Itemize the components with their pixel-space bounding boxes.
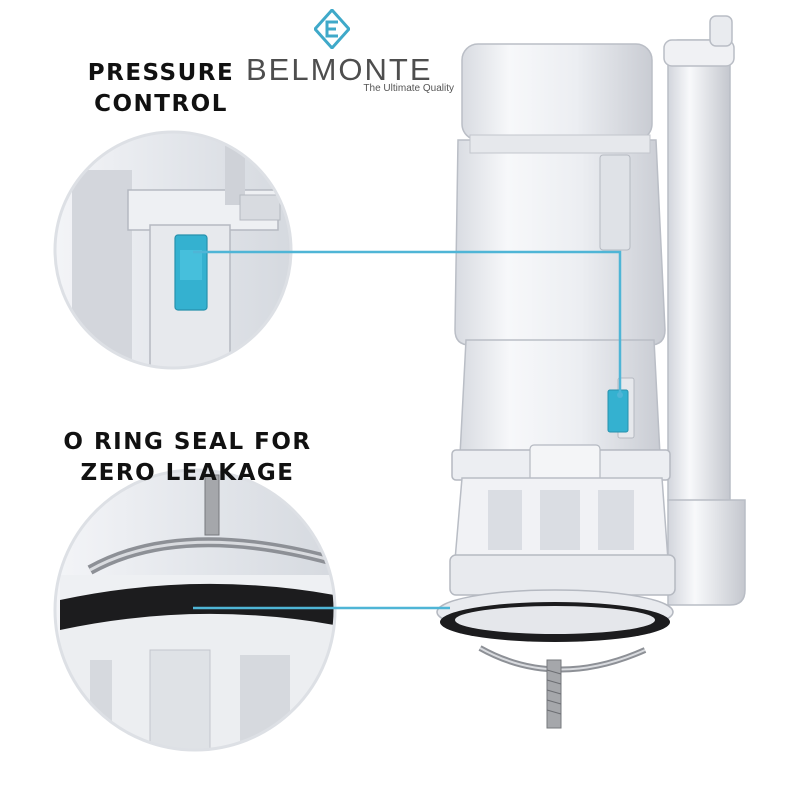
brand-tagline: The Ultimate Quality — [363, 83, 454, 94]
callout-title-line: ZERO LEAKAGE — [80, 460, 295, 486]
pressure-button — [607, 377, 635, 439]
callout-title-line: PRESSURE — [87, 60, 235, 86]
zoom-circle-pressure — [53, 130, 293, 370]
callout-title-line: CONTROL — [94, 91, 228, 117]
brand-name: BELMONTE — [246, 52, 433, 87]
brand-wordmark: BELMONTE The Ultimate Quality — [246, 52, 456, 94]
zoom-circle-seal — [53, 468, 337, 752]
overflow-tube — [663, 15, 746, 606]
callout-title-line: O RING SEAL FOR — [63, 429, 312, 455]
callout-connectors — [193, 250, 623, 610]
seal-ring — [436, 589, 674, 729]
brand-logo-icon — [314, 9, 350, 49]
callout-title-pressure: PRESSURE CONTROL — [70, 58, 252, 120]
valve-cage — [449, 477, 676, 596]
callout-title-seal: O RING SEAL FOR ZERO LEAKAGE — [55, 427, 320, 489]
valve-body — [451, 43, 671, 486]
